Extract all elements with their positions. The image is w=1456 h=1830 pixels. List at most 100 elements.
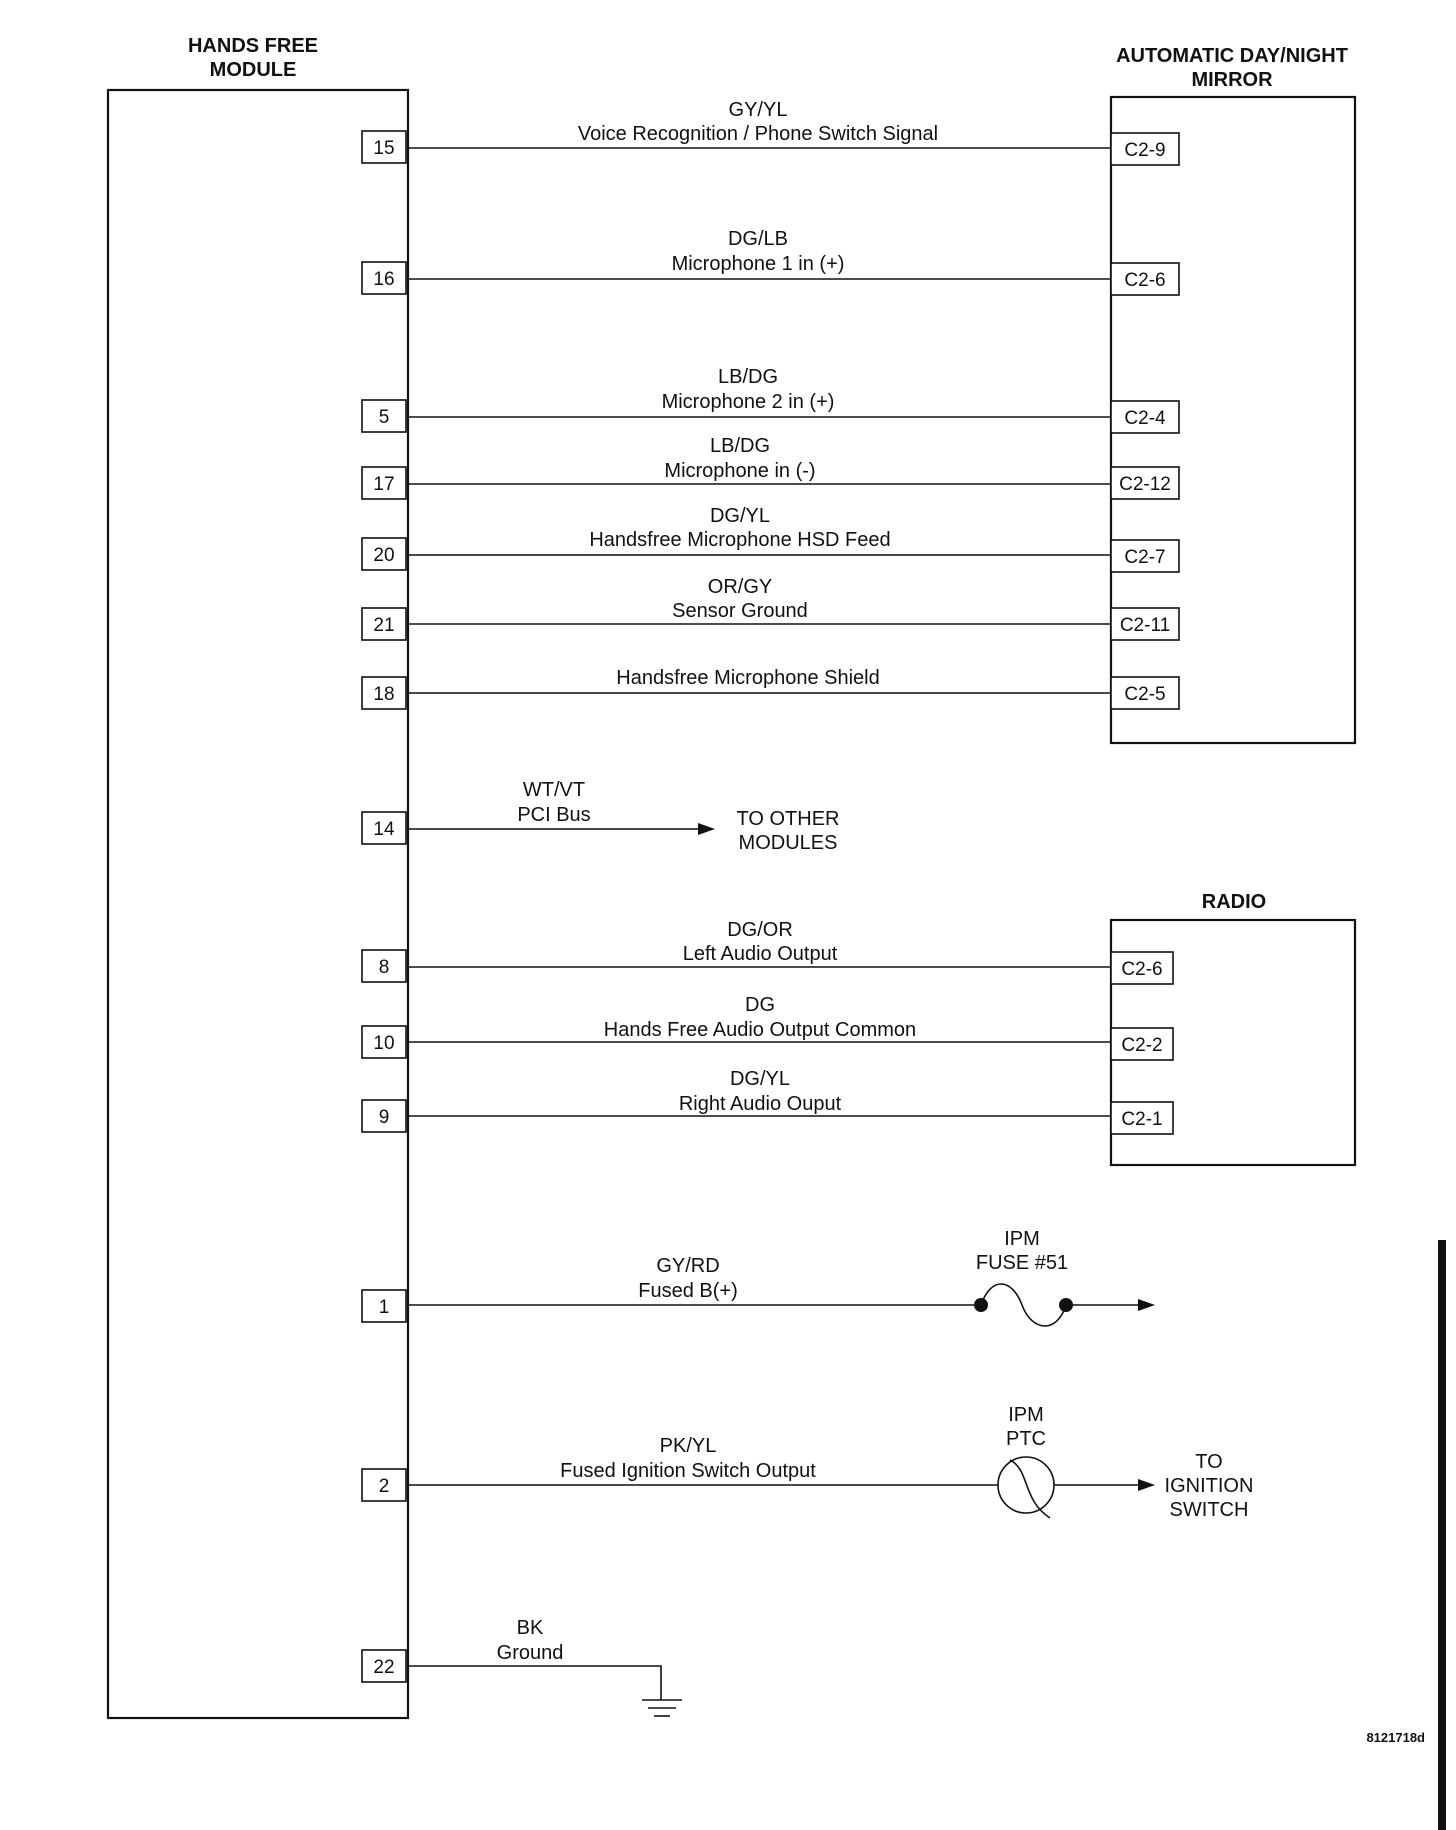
pin-box	[361, 130, 407, 164]
pin-number: 21	[373, 615, 394, 636]
pin-box	[361, 1468, 407, 1502]
wire-description: Handsfree Microphone HSD Feed	[589, 529, 890, 551]
pin-box	[361, 811, 407, 845]
connector-box	[1110, 1027, 1174, 1061]
pin-number: 2	[379, 1476, 390, 1497]
hands-free-module-title-1: HANDS FREE	[188, 35, 318, 57]
connector-label: C2-12	[1119, 474, 1171, 495]
pin-number: 15	[373, 138, 394, 159]
pin-box	[361, 261, 407, 295]
pin-box	[361, 1025, 407, 1059]
connector-box	[1110, 951, 1174, 985]
wire-color-code: GY/RD	[656, 1255, 719, 1277]
connector-box	[1110, 262, 1180, 296]
arrow-right-icon	[698, 823, 715, 835]
figure-id: 8121718d	[1366, 1730, 1425, 1745]
wire-1: 1 GY/RD Fused B(+) IPM FUSE #51	[361, 1228, 1155, 1327]
wire-8: 8 C2-6 DG/OR Left Audio Output	[361, 919, 1174, 985]
wire-description: Sensor Ground	[672, 600, 808, 622]
wire-5: 5 C2-4 LB/DG Microphone 2 in (+)	[361, 366, 1180, 434]
connector-label: C2-11	[1120, 615, 1170, 636]
pin-box	[361, 1099, 407, 1133]
pin-box	[361, 466, 407, 500]
wire-color-code: OR/GY	[708, 576, 772, 598]
wire-description: Right Audio Ouput	[679, 1093, 842, 1115]
wire-10: 10 C2-2 DG Hands Free Audio Output Commo…	[361, 994, 1174, 1061]
wire-color-code: PK/YL	[660, 1435, 717, 1457]
mirror-title-1: AUTOMATIC DAY/NIGHT	[1116, 45, 1348, 67]
wire-description: Microphone 1 in (+)	[672, 253, 845, 275]
wire-color-code: DG/YL	[730, 1068, 790, 1090]
pin-box	[361, 607, 407, 641]
pin-number: 17	[373, 474, 394, 495]
wire-22: 22 BK Ground	[361, 1617, 682, 1717]
pin-box	[361, 1289, 407, 1323]
pin-number: 20	[373, 545, 394, 566]
pin-box	[361, 399, 407, 433]
connector-label: C2-2	[1121, 1035, 1162, 1056]
connector-label: C2-6	[1124, 270, 1165, 291]
pin-box	[361, 1649, 407, 1683]
pin-number: 8	[379, 957, 390, 978]
wire-color-code: LB/DG	[718, 366, 778, 388]
connector-label: C2-6	[1121, 959, 1162, 980]
arrow-right-icon	[1138, 1299, 1155, 1311]
radio-title: RADIO	[1202, 891, 1266, 913]
device-label-1: IPM	[1008, 1404, 1044, 1426]
arrow-right-icon	[1138, 1479, 1155, 1491]
destination-label-1: TO OTHER	[737, 808, 840, 830]
pin-number: 1	[379, 1297, 390, 1318]
connector-box	[1110, 1101, 1174, 1135]
connector-label: C2-7	[1124, 547, 1165, 568]
wire-17: 17 C2-12 LB/DG Microphone in (-)	[361, 435, 1180, 500]
hands-free-module-title-2: MODULE	[210, 59, 297, 81]
wire-2: 2 PK/YL Fused Ignition Switch Output IPM…	[361, 1404, 1254, 1521]
wire-color-code: DG/LB	[728, 228, 788, 250]
wire-color-code: DG	[745, 994, 775, 1016]
wire-description: PCI Bus	[517, 804, 590, 826]
pin-box	[361, 949, 407, 983]
fuse-icon	[980, 1283, 1067, 1327]
edge-bar	[1438, 1240, 1446, 1830]
pin-number: 5	[379, 407, 390, 428]
pin-number: 22	[373, 1657, 394, 1678]
device-label-1: IPM	[1004, 1228, 1040, 1250]
wire-21: 21 C2-11 OR/GY Sensor Ground	[361, 576, 1180, 641]
connector-box	[1110, 132, 1180, 166]
wire-description: Microphone 2 in (+)	[662, 391, 835, 413]
connector-label: C2-9	[1124, 140, 1165, 161]
connector-box	[1110, 676, 1180, 710]
pin-number: 16	[373, 269, 394, 290]
wire-description: Ground	[497, 1642, 564, 1664]
wire-color-code: DG/OR	[727, 919, 793, 941]
pin-box	[361, 676, 407, 710]
ptc-curve	[1009, 1459, 1051, 1519]
wire-color-code: LB/DG	[710, 435, 770, 457]
connector-label: C2-1	[1121, 1109, 1162, 1130]
wire-9: 9 C2-1 DG/YL Right Audio Ouput	[361, 1068, 1174, 1135]
wire-description: Fused Ignition Switch Output	[560, 1460, 816, 1482]
wire-color-code: WT/VT	[523, 779, 585, 801]
destination-label-3: SWITCH	[1170, 1499, 1249, 1521]
wire-description: Voice Recognition / Phone Switch Signal	[578, 123, 938, 145]
wire-15: 15 C2-9 GY/YL Voice Recognition / Phone …	[361, 99, 1180, 166]
pin-number: 18	[373, 684, 394, 705]
mirror-title-2: MIRROR	[1191, 69, 1273, 91]
hands-free-module-box	[106, 88, 410, 1720]
wire-description: Microphone in (-)	[664, 460, 815, 482]
destination-label-2: MODULES	[739, 832, 838, 854]
pin-number: 14	[373, 819, 395, 840]
wire-description: Left Audio Output	[683, 943, 838, 965]
wire-16: 16 C2-6 DG/LB Microphone 1 in (+)	[361, 228, 1180, 296]
wire-color-code: GY/YL	[729, 99, 788, 121]
wire-description: Handsfree Microphone Shield	[616, 667, 880, 689]
pin-number: 10	[373, 1033, 394, 1054]
destination-label-1: TO	[1195, 1451, 1222, 1473]
wire-14: 14 WT/VT PCI Bus TO OTHER MODULES	[361, 779, 840, 854]
pin-box	[361, 537, 407, 571]
destination-label-2: IGNITION	[1165, 1475, 1254, 1497]
connector-label: C2-5	[1124, 684, 1165, 705]
wire-description: Hands Free Audio Output Common	[604, 1019, 916, 1041]
